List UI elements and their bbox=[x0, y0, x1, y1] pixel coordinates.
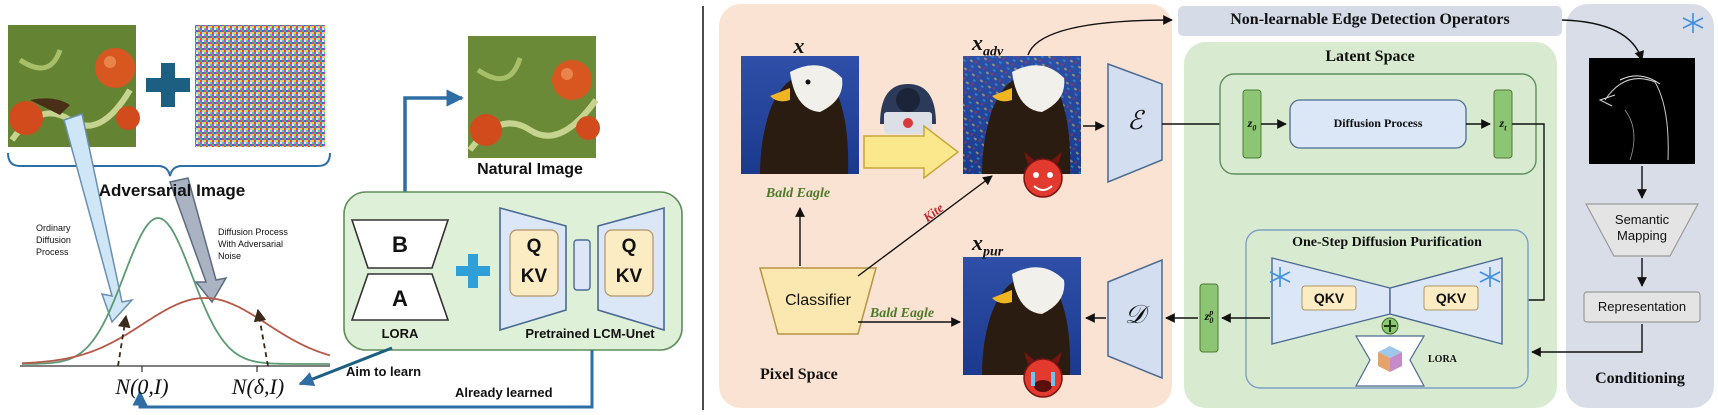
conditioning-label: Conditioning bbox=[1595, 370, 1685, 387]
qkv-box-2 bbox=[1423, 285, 1479, 311]
shifted-dist-label: N(δ,I) bbox=[231, 374, 285, 399]
edge-map-image bbox=[1589, 58, 1695, 164]
to-natural-arrow bbox=[403, 89, 464, 192]
qkv-box-left bbox=[509, 229, 559, 297]
qkv-right-q: Q bbox=[621, 236, 637, 257]
classifier-label: Classifier bbox=[785, 292, 851, 309]
pixel-space-label: Pixel Space bbox=[760, 366, 838, 383]
x-adv-label: xadv bbox=[972, 30, 1004, 60]
eagle-image-x bbox=[741, 56, 859, 174]
bald-eagle-label-top: Bald Eagle bbox=[765, 186, 831, 201]
eagle-image-pur bbox=[963, 257, 1081, 375]
shifted-curve bbox=[21, 297, 331, 365]
lora-block-a bbox=[350, 273, 450, 321]
tomato-image bbox=[8, 25, 140, 147]
merge-plus-icon bbox=[1381, 317, 1399, 335]
decoder-label: 𝒟 bbox=[1124, 300, 1146, 329]
semantic-mapping-label: Semantic Mapping bbox=[1614, 212, 1670, 243]
adversarial-image-label: Adversarial Image bbox=[98, 181, 246, 200]
representation-to-onestep-arrow bbox=[1531, 324, 1643, 357]
already-learned-arrow bbox=[132, 350, 594, 409]
snowflake-icon bbox=[1269, 13, 1704, 287]
diffusion-process-label: Diffusion Process bbox=[1333, 116, 1423, 130]
edge-to-conditioning-arrow bbox=[1561, 19, 1645, 61]
hacker-icon bbox=[880, 84, 936, 134]
unet-label: Pretrained LCM-Unet bbox=[525, 326, 655, 341]
classifier-to-xadv-arrow bbox=[857, 175, 993, 277]
representation-box bbox=[1583, 291, 1701, 323]
x-pur-label: xpur bbox=[972, 230, 1004, 260]
xadv-to-edge-arrow bbox=[1027, 15, 1173, 56]
natural-image-label: Natural Image bbox=[477, 161, 583, 178]
adversarial-process-label: Diffusion Process With Adversarial Noise bbox=[218, 227, 288, 261]
z0-label: z0 bbox=[1247, 116, 1257, 133]
qkv-box-1 bbox=[1301, 285, 1357, 311]
natural-image bbox=[467, 36, 600, 158]
dashed-sample-arrow-left bbox=[117, 314, 131, 367]
classifier-shape bbox=[759, 267, 877, 335]
decoder-shape bbox=[1107, 258, 1163, 380]
qkv-left-label: QKV bbox=[1313, 290, 1345, 306]
already-learned-label: Already learned bbox=[455, 385, 553, 400]
normal-dist-label: N(0,I) bbox=[115, 374, 169, 399]
lora-block-b bbox=[350, 219, 450, 269]
latent-space-label: Latent Space bbox=[1325, 48, 1415, 65]
crying-devil-icon bbox=[1023, 352, 1063, 398]
lora-cube-icon bbox=[1378, 346, 1402, 372]
bald-eagle-label-bottom: Bald Eagle bbox=[869, 306, 935, 321]
encoder-shape bbox=[1107, 62, 1163, 184]
eagle-image-adv bbox=[963, 56, 1081, 174]
devil-icon bbox=[1023, 152, 1063, 198]
ordinary-process-label: Ordinary Diffusion Process bbox=[36, 223, 71, 257]
ordinary-process-arrow bbox=[63, 113, 135, 324]
aim-to-learn-label: Aim to learn bbox=[346, 364, 422, 379]
lora-block-b-label: B bbox=[392, 232, 408, 257]
lora-small-label: LORA bbox=[1428, 354, 1457, 365]
noise-image bbox=[195, 25, 325, 147]
dashed-sample-arrow-right bbox=[253, 308, 269, 367]
edge-operators-bar bbox=[1178, 6, 1562, 36]
zt-label: zt bbox=[1499, 116, 1507, 133]
edge-operators-label: Non-learnable Edge Detection Operators bbox=[1230, 11, 1510, 28]
representation-label: Representation bbox=[1597, 299, 1687, 314]
z0p-token bbox=[1199, 283, 1219, 353]
plus-icon bbox=[146, 63, 190, 107]
one-step-label: One-Step Diffusion Purification bbox=[1292, 235, 1482, 250]
qkv-box-right bbox=[604, 229, 654, 297]
qkv-right-label: QKV bbox=[1435, 290, 1467, 306]
aim-to-learn-arrow bbox=[298, 346, 393, 387]
unet-bottleneck bbox=[573, 239, 591, 291]
adversarial-process-arrow bbox=[169, 177, 228, 304]
x-label: x bbox=[793, 33, 805, 58]
qkv-left-q: Q bbox=[526, 236, 542, 257]
semantic-mapping-shape bbox=[1584, 203, 1700, 257]
attack-arrow bbox=[863, 124, 960, 180]
lora-plus-icon bbox=[456, 254, 490, 288]
qkv-right-kv: KV bbox=[615, 266, 643, 287]
qkv-left-kv: KV bbox=[520, 266, 548, 287]
lora-block-a-label: A bbox=[392, 286, 408, 311]
lora-label: LORA bbox=[381, 326, 419, 341]
image-bracket bbox=[7, 152, 331, 177]
encoder-label: ℰ bbox=[1127, 106, 1143, 135]
